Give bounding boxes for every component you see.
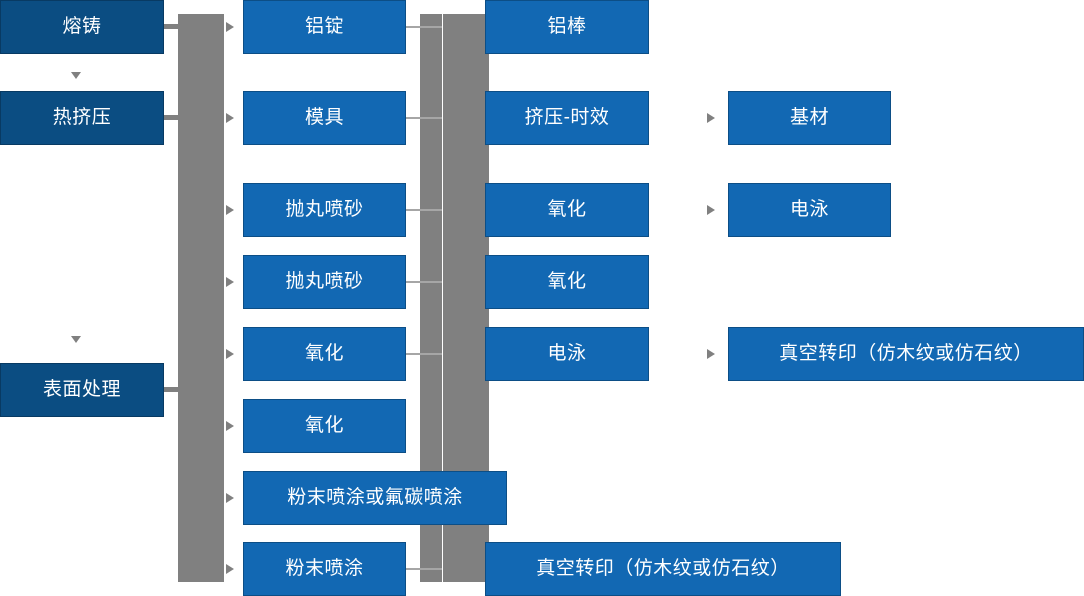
node-substrate[interactable]: 基材 [728, 91, 891, 145]
node-oxidation-col2-1[interactable]: 氧化 [243, 327, 406, 381]
arrow-to-shotblast-2 [226, 277, 234, 287]
stage-node-hot-extrusion[interactable]: 热挤压 [0, 91, 164, 145]
arrow-to-powder-fluorocarbon-coating [226, 493, 234, 503]
arrow-to-vacuum-transfer-out [707, 349, 715, 359]
connector-stub-extrude [163, 115, 181, 120]
node-oxidation-col2-2[interactable]: 氧化 [243, 399, 406, 453]
connector-bar-middle [420, 14, 442, 582]
arrow-to-oxidation-1 [226, 349, 234, 359]
line-col2-row8 [406, 568, 442, 570]
line-col2-row3 [406, 209, 442, 211]
node-aluminum-bar[interactable]: 铝棒 [485, 0, 649, 54]
stage-node-surface-treatment[interactable]: 表面处理 [0, 363, 164, 417]
node-oxidation-col3-1[interactable]: 氧化 [485, 183, 649, 237]
arrow-to-electrophoresis-out [707, 205, 715, 215]
arrow-to-powder-coating [226, 564, 234, 574]
node-powder-coating[interactable]: 粉末喷涂 [243, 542, 406, 596]
node-extrusion-aging[interactable]: 挤压-时效 [485, 91, 649, 145]
node-shotblast-sandblast-1[interactable]: 抛丸喷砂 [243, 183, 406, 237]
node-electrophoresis-col4[interactable]: 电泳 [728, 183, 891, 237]
node-vacuum-transfer-col3[interactable]: 真空转印（仿木纹或仿石纹） [485, 542, 841, 596]
node-vacuum-transfer-col4[interactable]: 真空转印（仿木纹或仿石纹） [728, 327, 1084, 381]
connector-stub-melt [163, 24, 181, 29]
arrow-to-shotblast-1 [226, 205, 234, 215]
line-col2-row1 [406, 26, 442, 28]
arrow-to-mold [226, 113, 234, 123]
arrow-down-to-extrude [71, 72, 81, 79]
arrow-to-oxidation-2 [226, 421, 234, 431]
node-shotblast-sandblast-2[interactable]: 抛丸喷砂 [243, 255, 406, 309]
connector-bar-left [178, 14, 224, 582]
node-electrophoresis-col3[interactable]: 电泳 [485, 327, 649, 381]
node-mold[interactable]: 模具 [243, 91, 406, 145]
node-powder-or-fluorocarbon-coating[interactable]: 粉末喷涂或氟碳喷涂 [243, 471, 507, 525]
connector-stub-surface [163, 387, 181, 392]
line-col2-row2 [406, 117, 442, 119]
arrow-down-to-surface [71, 336, 81, 343]
node-aluminum-ingot[interactable]: 铝锭 [243, 0, 406, 54]
line-col2-row5 [406, 353, 442, 355]
arrow-to-aluminum-ingot [226, 22, 234, 32]
line-col2-row4 [406, 281, 442, 283]
stage-node-melting-casting[interactable]: 熔铸 [0, 0, 164, 54]
arrow-to-substrate [707, 113, 715, 123]
node-oxidation-col3-2[interactable]: 氧化 [485, 255, 649, 309]
